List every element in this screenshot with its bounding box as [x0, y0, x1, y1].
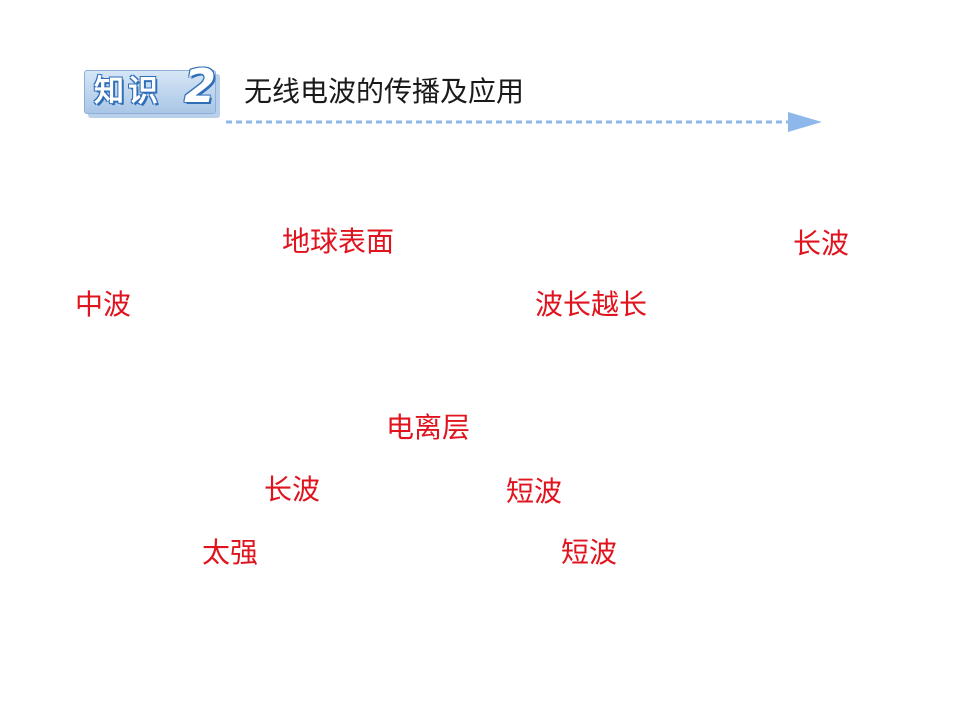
badge-number: 2: [184, 59, 217, 113]
answer-short-wave-2: 短波: [561, 536, 618, 569]
answer-long-wave-2: 长波: [264, 473, 321, 506]
answer-short-wave-1: 短波: [506, 475, 563, 508]
badge-label: 知识: [94, 74, 162, 109]
answer-long-wave-1: 长波: [793, 227, 850, 260]
dashed-arrow-icon: [226, 112, 822, 132]
answer-ionosphere: 电离层: [386, 411, 471, 444]
section-badge: 知识 2: [84, 59, 224, 120]
answer-medium-wave: 中波: [75, 288, 132, 321]
answer-earth-surface: 地球表面: [282, 225, 395, 258]
answer-too-strong: 太强: [202, 536, 259, 569]
section-title: 无线电波的传播及应用: [244, 75, 525, 108]
answer-longer-wavelength: 波长越长: [535, 288, 648, 321]
badge-box: [84, 70, 216, 114]
